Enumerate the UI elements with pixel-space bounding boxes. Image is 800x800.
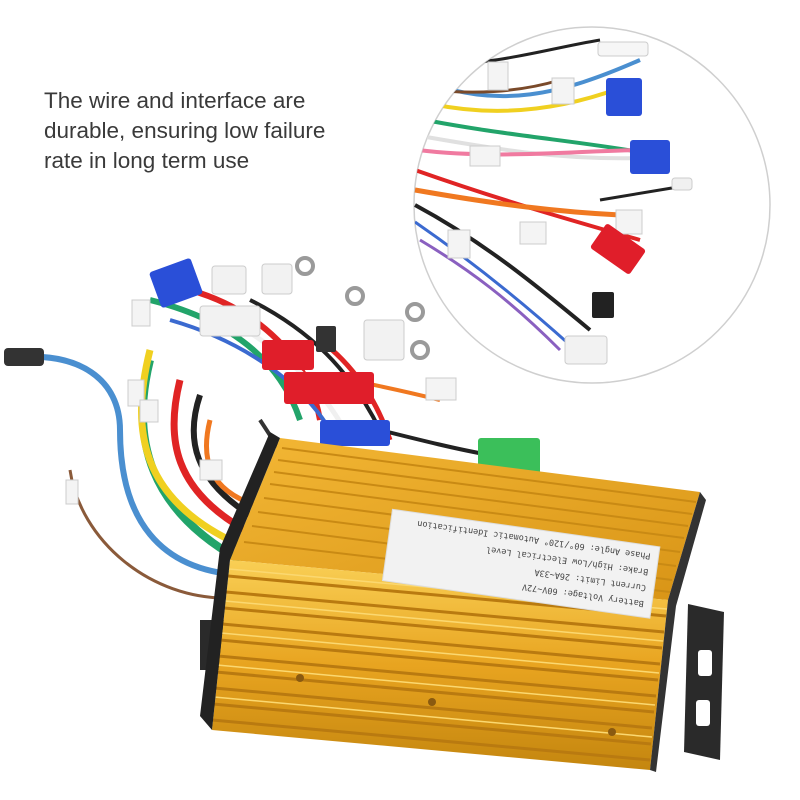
red-connector-icon xyxy=(262,340,314,370)
blue-connector-icon xyxy=(606,78,642,116)
caption-text: The wire and interface are durable, ensu… xyxy=(44,86,374,176)
caption-line-3: rate in long term use xyxy=(44,148,250,173)
blue-connector-icon xyxy=(320,420,390,446)
black-connector-icon xyxy=(592,292,614,318)
blue-connector-icon xyxy=(149,258,203,308)
red-connector-icon xyxy=(590,224,646,274)
zoom-detail-circle xyxy=(413,26,771,384)
zoom-wires xyxy=(414,38,693,365)
red-connector-icon xyxy=(284,372,374,404)
caption-line-2: durable, ensuring low failure xyxy=(44,118,326,143)
white-connector-icon xyxy=(564,335,608,365)
caption-line-1: The wire and interface are xyxy=(44,88,306,113)
controller-housing xyxy=(200,432,724,772)
blue-connector-icon xyxy=(630,140,670,174)
